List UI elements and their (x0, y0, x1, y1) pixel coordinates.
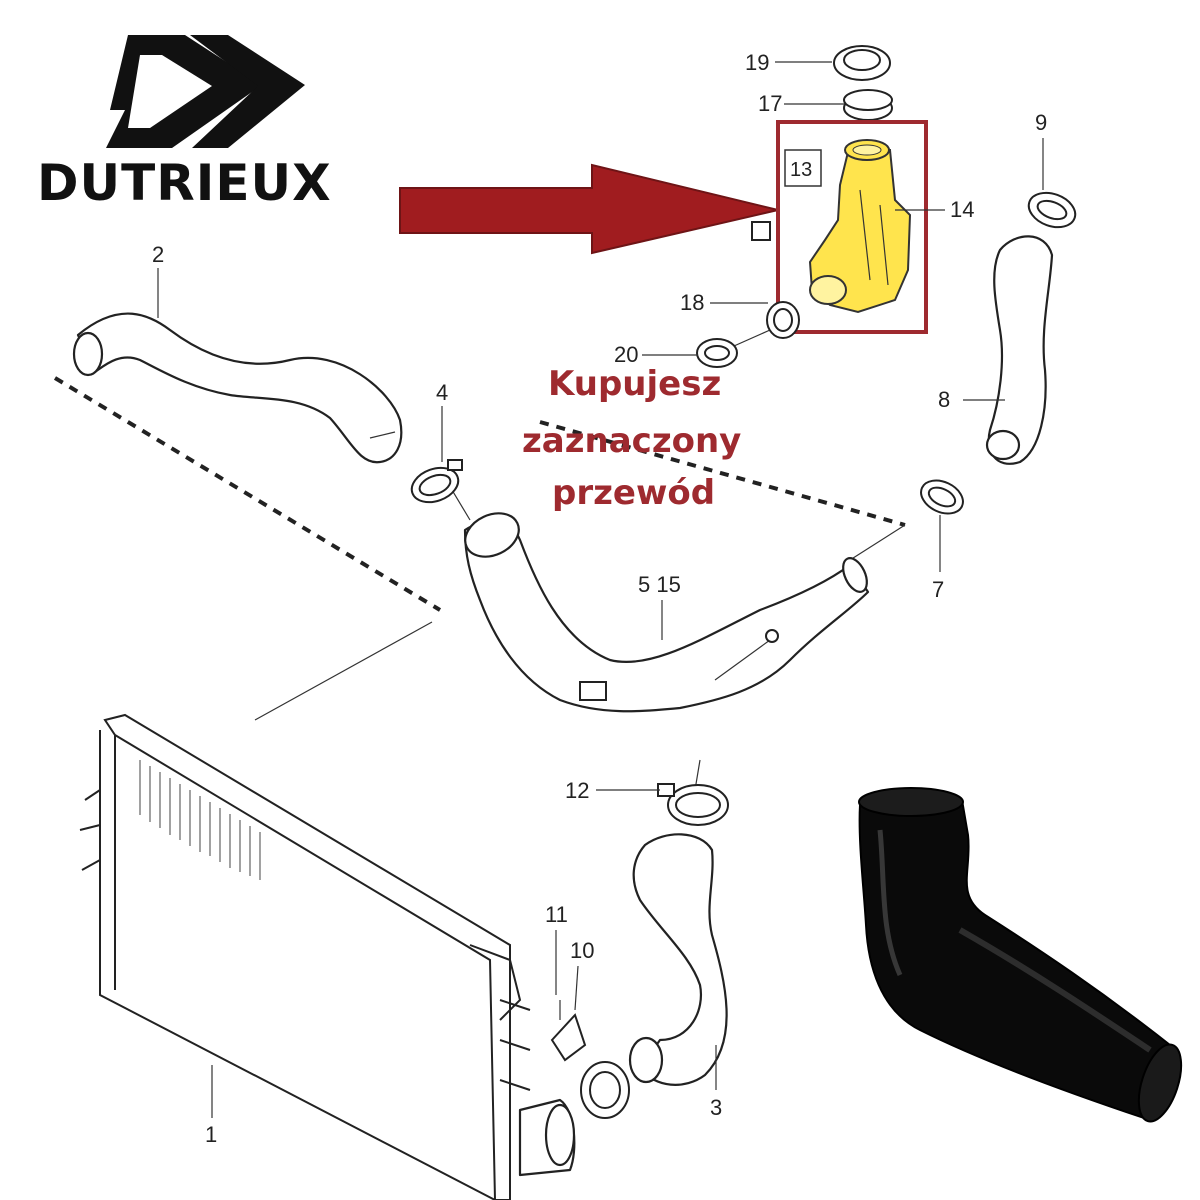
box-number-frame (784, 149, 822, 187)
clamp-4 (410, 459, 463, 504)
intercooler-1 (79, 713, 531, 1200)
clamp-7 (920, 479, 964, 515)
product-hose-photo (858, 787, 1183, 1123)
cap-19 (833, 45, 891, 81)
part-label-2: 2 (152, 242, 164, 267)
hose-2 (72, 312, 403, 464)
part-label-14: 14 (950, 197, 974, 222)
brand-logo: DUTRIEUX (37, 35, 332, 212)
part-label-20: 20 (614, 342, 638, 367)
callout-line-3: przewód (552, 473, 715, 513)
callout-line-2: zaznaczony (522, 421, 741, 461)
part-label-5-15: 5 15 (638, 572, 681, 597)
callout: Kupujesz zaznaczony przewód (522, 364, 741, 513)
clamp-18 (766, 301, 800, 339)
hose-5-15 (463, 512, 870, 713)
part-label-3: 3 (710, 1095, 722, 1120)
part-label-12: 12 (565, 778, 589, 803)
highlighted-part-14 (751, 139, 912, 314)
callout-line-1: Kupujesz (548, 364, 721, 404)
part-label-18: 18 (680, 290, 704, 315)
brand-name: DUTRIEUX (37, 154, 332, 212)
part-labels: 1 2 3 4 5 15 7 8 9 10 11 12 14 17 18 19 … (152, 50, 1047, 1147)
highlight-box (776, 120, 928, 334)
clamp-9 (1027, 191, 1077, 229)
outlet-pipe (518, 1098, 576, 1177)
hose-8 (985, 235, 1054, 465)
part-label-19: 19 (745, 50, 769, 75)
clamp-12 (657, 783, 729, 826)
ring-17 (843, 89, 893, 121)
part-label-10: 10 (570, 938, 594, 963)
hose-3 (628, 833, 728, 1086)
double-chevron-logo-icon (106, 35, 305, 148)
part-label-17: 17 (758, 91, 782, 116)
part-label-1: 1 (205, 1122, 217, 1147)
part-label-4: 4 (436, 380, 448, 405)
part-label-11: 11 (545, 902, 568, 927)
part-label-7: 7 (932, 577, 944, 602)
sensor-11 (550, 1000, 587, 1062)
part-label-8: 8 (938, 387, 950, 412)
right-arrow-icon (399, 163, 779, 255)
clamp-20 (696, 338, 738, 368)
clamp-10 (580, 1061, 630, 1119)
part-label-9: 9 (1035, 110, 1047, 135)
box-number: 13 (790, 159, 812, 181)
